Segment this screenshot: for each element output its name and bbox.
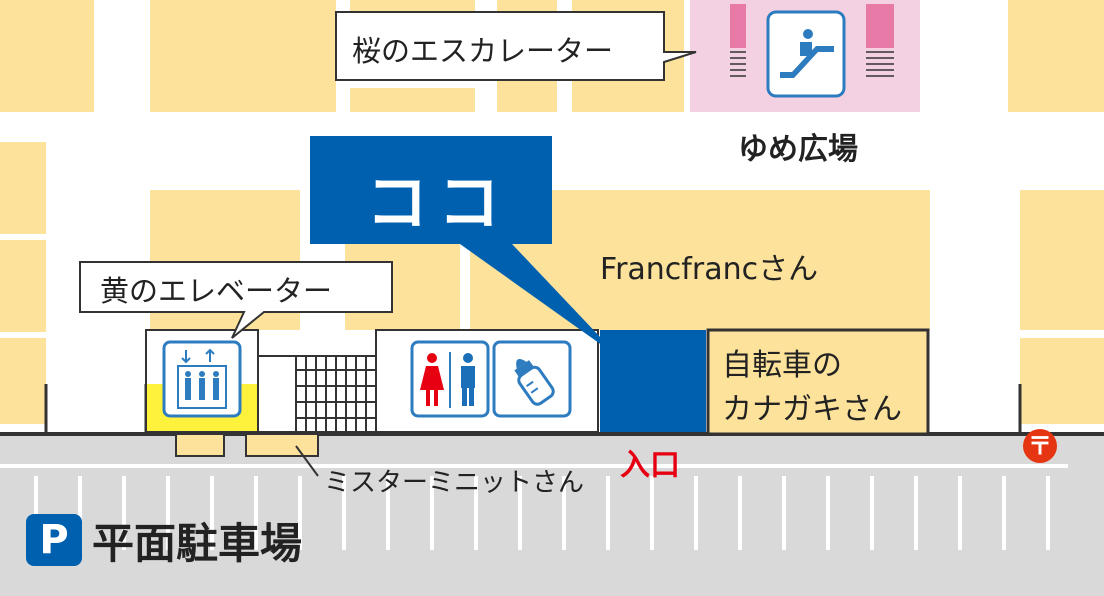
francfranc-label: Francfrancさん [600, 252, 819, 287]
parking-stall-lines [34, 476, 1050, 550]
here-marker-area [600, 330, 706, 432]
post-office-icon [1023, 429, 1057, 463]
plaza-label: ゆめ広場 [738, 132, 858, 167]
elevator-icon [162, 340, 242, 418]
stairs [257, 355, 377, 433]
parking-icon [26, 514, 82, 566]
store-blocks-left [0, 142, 46, 424]
bike-shop-block [706, 328, 930, 436]
mister-minit-label: ミスターミニットさん [324, 468, 585, 498]
elevator-label: 黄のエレベーター [100, 274, 333, 308]
parking-badge-letter: P [39, 517, 69, 563]
elevator-callout-bubble [79, 261, 393, 339]
here-label: ココ [366, 166, 511, 239]
kiosk-left [175, 433, 225, 457]
escalator-icon [766, 10, 846, 98]
escalator-stairs-left [730, 4, 746, 77]
bike-shop-label-line2: カナガキさん [722, 392, 902, 427]
escalator-label: 桜のエスカレーター [352, 34, 614, 68]
kiosk-right [245, 433, 319, 457]
parking-label: 平面駐車場 [92, 519, 303, 568]
parking-lot [0, 432, 1104, 596]
here-callout [310, 136, 620, 358]
escalator-callout-bubble [335, 11, 697, 81]
escalator-stairs-right [866, 4, 894, 77]
minit-leader-line [295, 445, 319, 477]
entrance-label: 入口 [620, 448, 680, 483]
bike-shop-label-line1: 自転車の [722, 348, 842, 383]
restroom-icon [410, 340, 490, 418]
baby-bottle-icon [492, 340, 572, 418]
post-mark: 〒 [1028, 432, 1052, 460]
building-edge [0, 432, 1104, 436]
